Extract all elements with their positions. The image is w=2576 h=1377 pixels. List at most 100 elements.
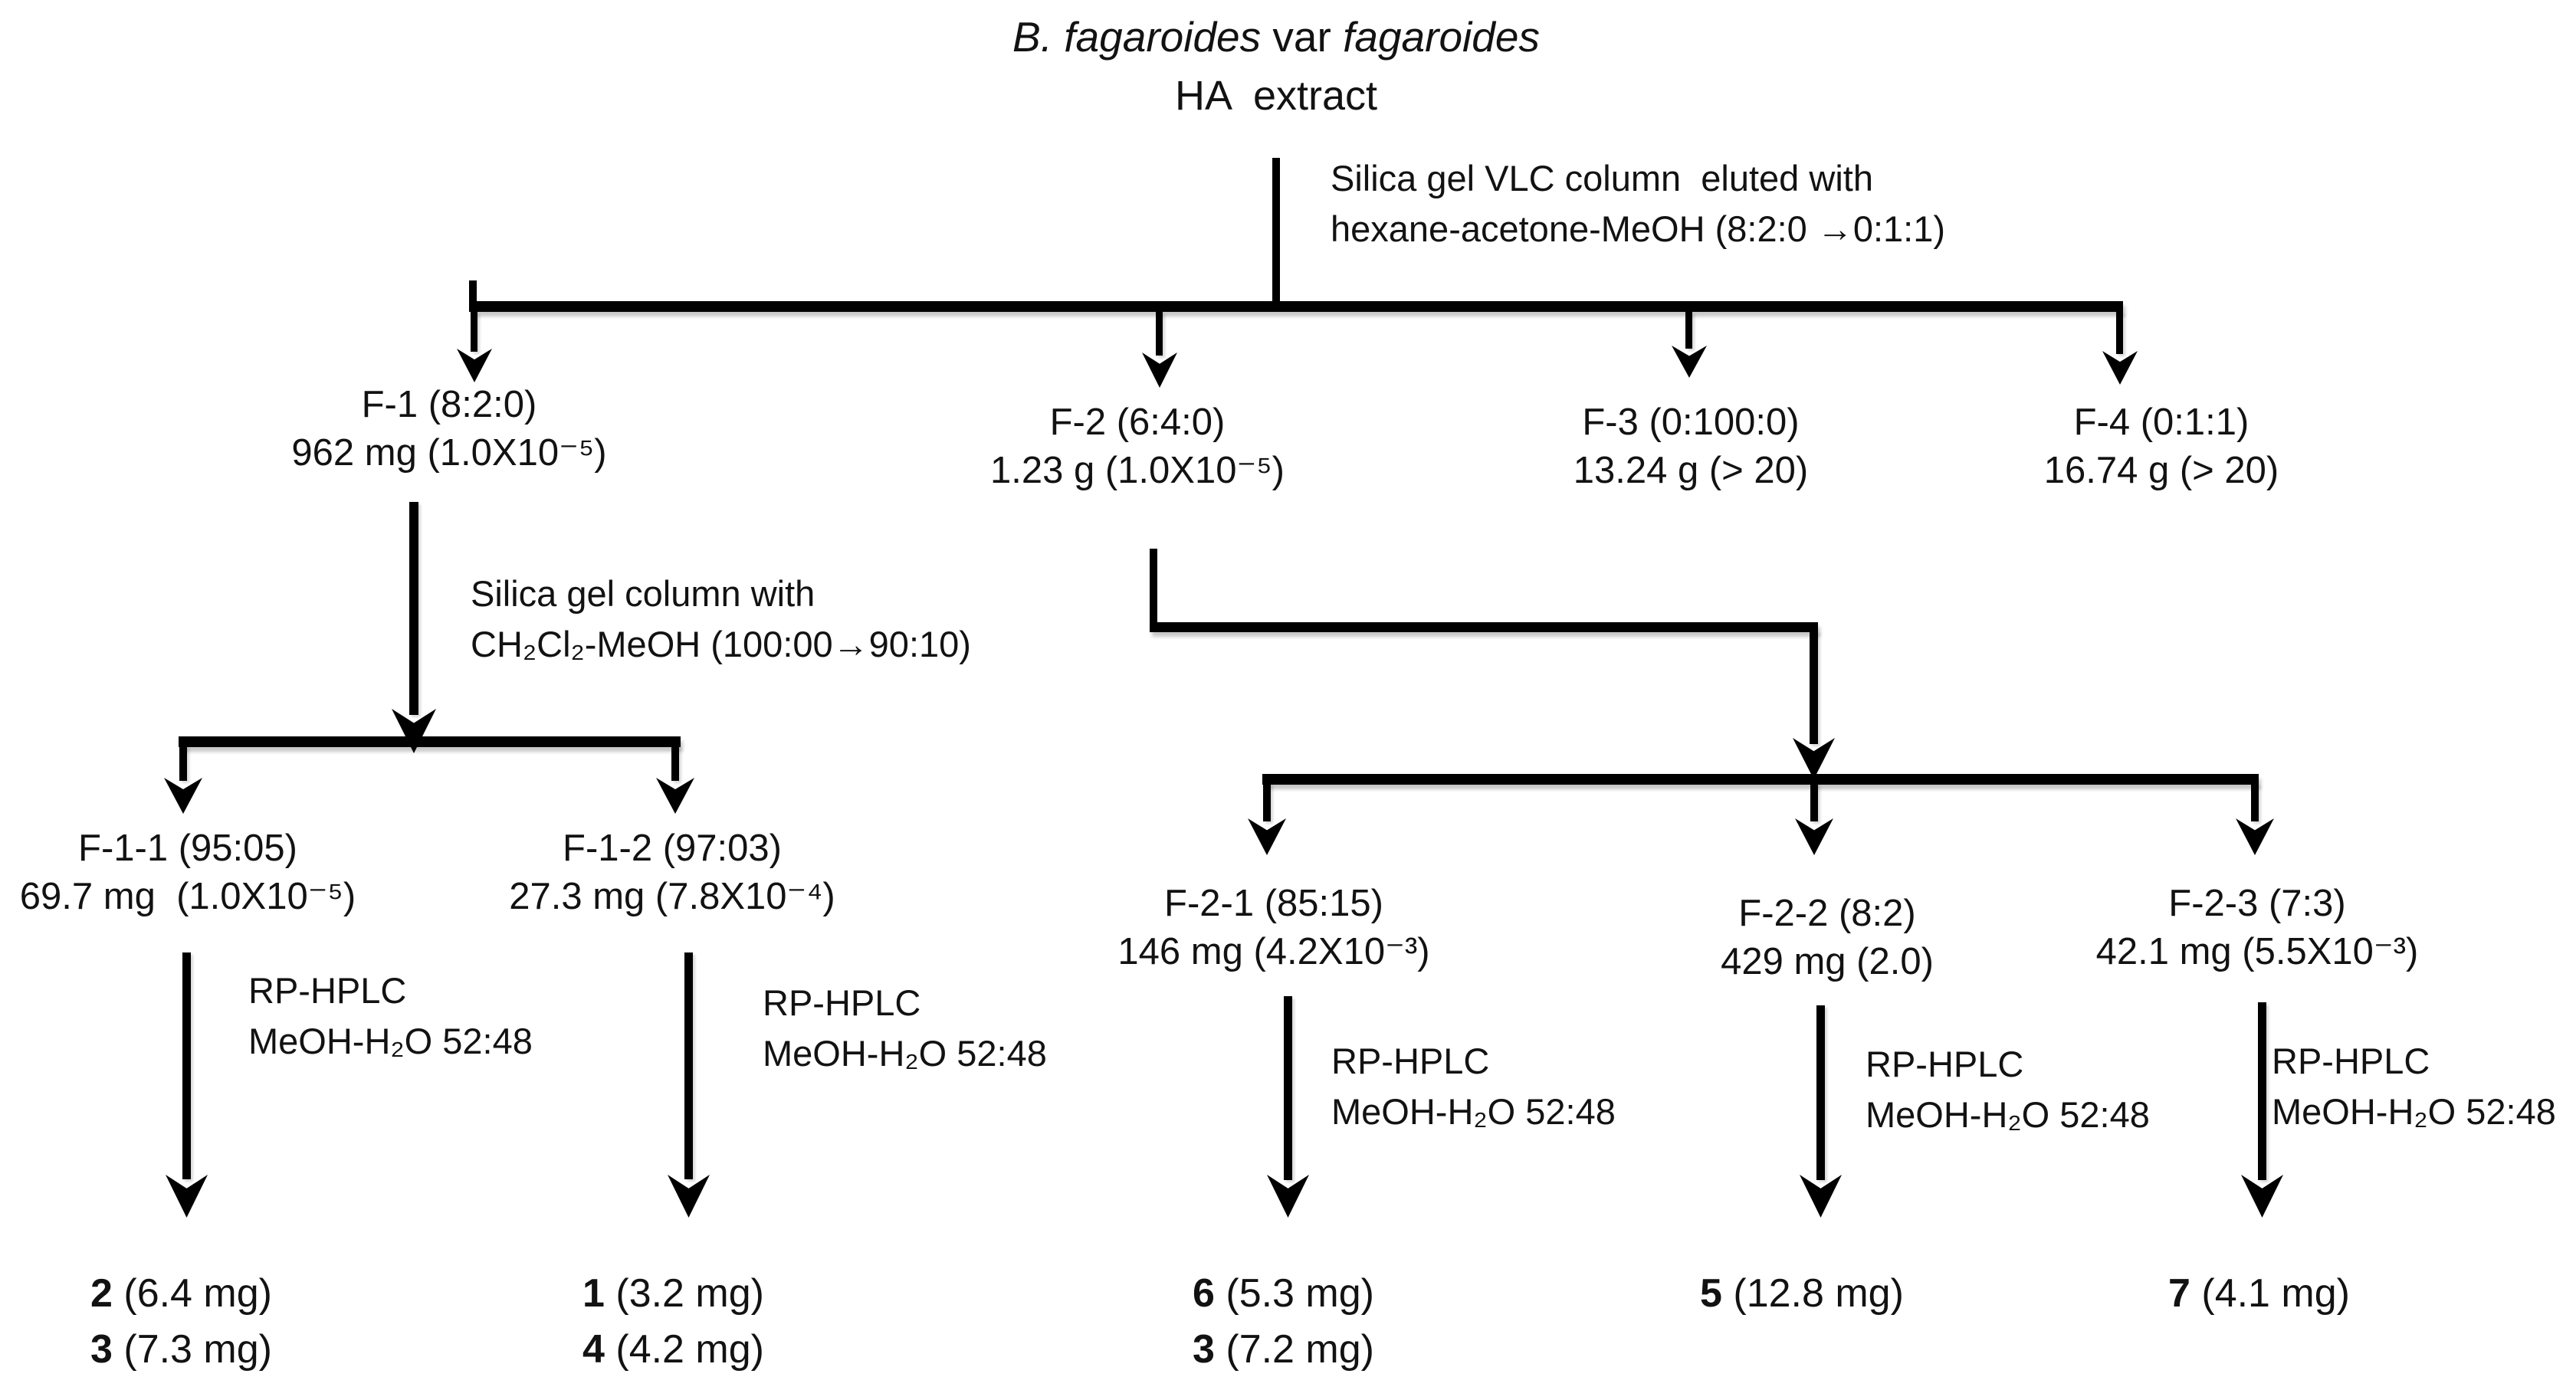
node-f1-1: F-1-1 (95:05)69.7 mg (1.0X10⁻⁵) (0, 825, 376, 921)
arrow-f3-shaft (1685, 312, 1692, 349)
page-title: B. fagaroides var fagaroides (855, 12, 1698, 61)
compound-number: 2 (90, 1271, 113, 1316)
node-f2-3-name: F-2-3 (7:3) (2168, 883, 2346, 924)
note-vlc: Silica gel VLC column eluted with hexane-… (1331, 153, 1945, 254)
node-f3-name: F-3 (0:100:0) (1582, 402, 1800, 443)
arrow-f2-to-sub-head (1793, 738, 1835, 779)
arrow-f1-to-sub-shaft (409, 502, 418, 715)
arrow-f4-head (2102, 351, 2138, 385)
compound-line: 7 (4.1 mg) (2168, 1271, 2350, 1316)
node-f2-1: F-2-1 (85:15)146 mg (4.2X10⁻³) (1082, 880, 1465, 976)
node-f2-2: F-2-2 (8:2) 429 mg (2.0) (1636, 890, 2019, 986)
connector-f2-bar (1262, 774, 2259, 785)
node-f2-3: F-2-3 (7:3) 42.1 mg (5.5X10⁻³) (2066, 880, 2449, 976)
arrow-f1-head (457, 349, 492, 382)
arrow-f2-shaft (1156, 312, 1163, 356)
arrow-f1-2-shaft (671, 746, 679, 781)
node-f1-2: F-1-2 (97:03) 27.3 mg (7.8X10⁻⁴) (481, 825, 864, 921)
node-f1-amount: 962 mg (1.0X10⁻⁵) (291, 432, 607, 474)
note-rp-hplc-5: RP-HPLC MeOH-H₂O 52:48 (2272, 1036, 2556, 1137)
node-f1-name: F-1 (8:2:0) (361, 384, 537, 425)
node-f4-amount: 16.74 g (> 20) (2043, 450, 2279, 491)
arrow-f2-3-shaft (2251, 783, 2259, 821)
note-rp-hplc-4-line1: RP-HPLC (1866, 1044, 2024, 1084)
compound-amount: (4.2 mg) (615, 1327, 764, 1372)
arrow-f2-1-shaft (1263, 783, 1271, 821)
note-rp-hplc-5-line2: MeOH-H₂O 52:48 (2272, 1091, 2556, 1132)
node-f2-3-amount: 42.1 mg (5.5X10⁻³) (2095, 931, 2419, 972)
note-rp-hplc-2-line2: MeOH-H₂O 52:48 (763, 1033, 1047, 1074)
arrow-f2-3-hplc-head (2241, 1175, 2283, 1218)
compound-line: 6 (5.3 mg) (1193, 1271, 1374, 1316)
note-silica-line1: Silica gel column with (471, 573, 815, 614)
arrow-f2-head (1142, 352, 1177, 388)
compound-line: 1 (3.2 mg) (582, 1271, 764, 1316)
note-silica-line2: CH₂Cl₂-MeOH (100:00→90:10) (471, 624, 971, 664)
node-f2: F-2 (6:4:0) 1.23 g (1.0X10⁻⁵) (946, 398, 1329, 495)
note-vlc-line1: Silica gel VLC column eluted with (1331, 158, 1873, 198)
compound-amount: (3.2 mg) (615, 1271, 764, 1316)
arrow-f2-2-shaft (1810, 783, 1818, 821)
compound-amount: (7.2 mg) (1226, 1327, 1374, 1372)
arrow-f2-1-hplc-shaft (1284, 996, 1292, 1180)
arrow-f3-head (1672, 346, 1707, 378)
note-rp-hplc-3-line1: RP-HPLC (1331, 1041, 1490, 1081)
arrow-f1-1-shaft (179, 746, 187, 781)
species-name-part2: var (1261, 13, 1344, 61)
compound-line: 4 (4.2 mg) (582, 1327, 764, 1372)
species-name-part1: B. fagaroides (1012, 13, 1262, 61)
note-rp-hplc-1: RP-HPLC MeOH-H₂O 52:48 (248, 966, 533, 1067)
arrow-f2-2-head (1795, 818, 1833, 855)
note-rp-hplc-3-line2: MeOH-H₂O 52:48 (1331, 1091, 1616, 1132)
arrow-f1-2-head (656, 778, 694, 814)
compound-number: 3 (1193, 1327, 1215, 1372)
arrow-f2-3-head (2236, 818, 2274, 855)
node-f4-name: F-4 (0:1:1) (2073, 402, 2249, 443)
note-vlc-line2: hexane-acetone-MeOH (8:2:0 →0:1:1) (1331, 208, 1946, 249)
node-f4: F-4 (0:1:1) 16.74 g (> 20) (1970, 398, 2353, 495)
arrow-f2-3-hplc-shaft (2258, 1002, 2266, 1180)
node-f2-2-name: F-2-2 (8:2) (1738, 893, 1916, 934)
node-f2-amount: 1.23 g (1.0X10⁻⁵) (990, 450, 1285, 491)
arrow-f2-2-hplc-head (1800, 1175, 1842, 1218)
compound-group-1: 2 (6.4 mg)3 (7.3 mg) (90, 1266, 272, 1377)
note-rp-hplc-5-line1: RP-HPLC (2272, 1041, 2430, 1081)
compound-group-2: 1 (3.2 mg)4 (4.2 mg) (582, 1266, 764, 1377)
compound-group-4: 5 (12.8 mg) (1700, 1266, 1904, 1322)
connector-root-stem (1272, 158, 1280, 307)
note-rp-hplc-1-line1: RP-HPLC (248, 970, 407, 1011)
compound-amount: (7.3 mg) (123, 1327, 272, 1372)
compound-number: 4 (582, 1327, 605, 1372)
compound-number: 3 (90, 1327, 113, 1372)
node-f1-2-amount: 27.3 mg (7.8X10⁻⁴) (509, 876, 835, 917)
note-rp-hplc-4: RP-HPLC MeOH-H₂O 52:48 (1866, 1039, 2150, 1140)
connector-f2-elbow-vertical (1150, 549, 1157, 630)
node-f2-name: F-2 (6:4:0) (1049, 402, 1226, 443)
arrow-f1-2-hplc-shaft (684, 952, 693, 1179)
compound-line: 5 (12.8 mg) (1700, 1271, 1904, 1316)
compound-number: 1 (582, 1271, 605, 1316)
node-f3-amount: 13.24 g (> 20) (1573, 450, 1809, 491)
arrow-f1-1-hplc-shaft (182, 952, 191, 1179)
node-f2-1-name: F-2-1 (85:15) (1164, 883, 1383, 924)
note-rp-hplc-2-line1: RP-HPLC (763, 982, 921, 1023)
connector-top-stub (469, 280, 477, 303)
note-rp-hplc-1-line2: MeOH-H₂O 52:48 (248, 1021, 533, 1061)
note-rp-hplc-4-line2: MeOH-H₂O 52:48 (1866, 1094, 2150, 1135)
arrow-f1-1-hplc-head (166, 1175, 208, 1218)
node-f1-1-amount: 69.7 mg (1.0X10⁻⁵) (19, 876, 356, 917)
node-f2-2-amount: 429 mg (2.0) (1721, 941, 1934, 982)
connector-f2-elbow-horizontal (1150, 622, 1818, 632)
compound-amount: (6.4 mg) (123, 1271, 272, 1316)
connector-f1-bar (179, 736, 681, 747)
node-f1-2-name: F-1-2 (97:03) (563, 828, 782, 869)
compound-amount: (5.3 mg) (1226, 1271, 1374, 1316)
arrow-f4-shaft (2116, 312, 2123, 354)
compound-group-3: 6 (5.3 mg) 3 (7.2 mg) (1193, 1266, 1374, 1377)
arrow-f2-1-hplc-head (1267, 1175, 1309, 1218)
arrow-f1-1-head (164, 778, 202, 814)
compound-line: 2 (6.4 mg) (90, 1271, 272, 1316)
compound-line: 3 (7.3 mg) (90, 1327, 272, 1372)
